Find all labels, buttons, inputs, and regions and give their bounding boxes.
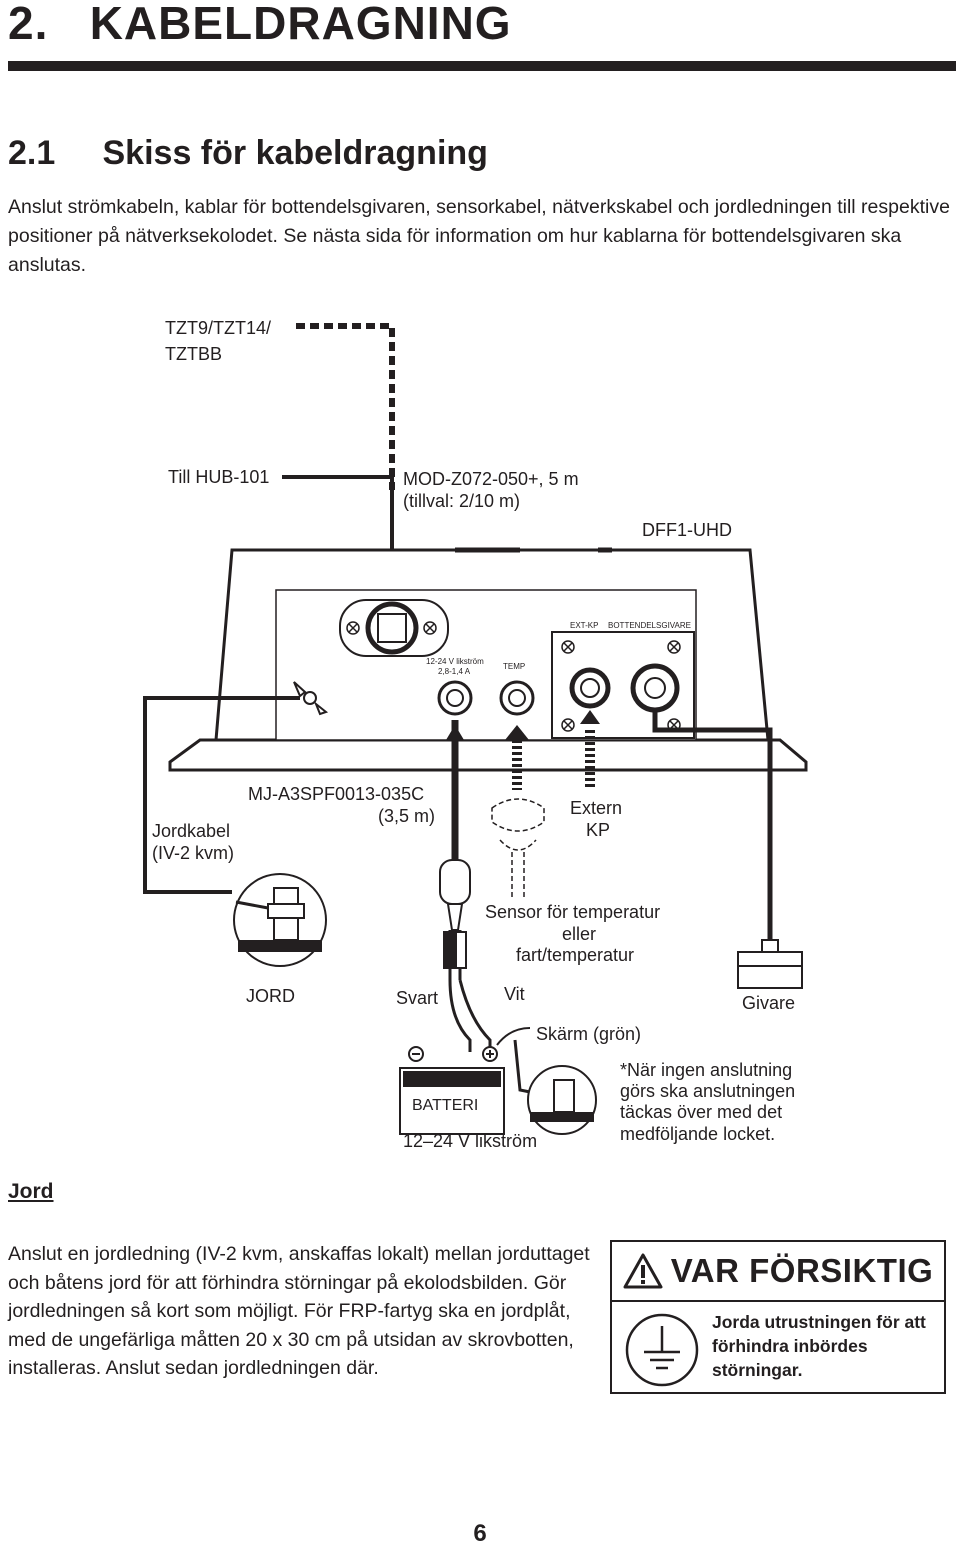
power-wires — [448, 979, 492, 1052]
transducer-port-label: BOTTENDELSGIVARE — [608, 621, 691, 630]
page-number: 6 — [473, 1520, 487, 1547]
transducer-label: Givare — [742, 993, 795, 1013]
power-cable-label-2: (3,5 m) — [378, 806, 435, 826]
tzt-label-2: TZTBB — [165, 344, 222, 364]
unit-name-label: DFF1-UHD — [642, 520, 732, 540]
ground-heading: Jord — [8, 1180, 54, 1203]
mod-label-2: (tillval: 2/10 m) — [403, 491, 520, 511]
ext-kp-port-label: EXT-KP — [570, 621, 598, 630]
temp-sensor-sketch — [491, 798, 545, 900]
ext-kp-connector — [569, 667, 611, 709]
note-line-2: görs ska anslutningen — [620, 1081, 795, 1101]
temp-port-label: TEMP — [503, 662, 525, 671]
mod-label-1: MOD-Z072-050+, 5 m — [403, 469, 579, 489]
hub-label: Till HUB-101 — [168, 467, 269, 487]
shield-wire — [496, 1027, 531, 1046]
intro-paragraph: Anslut strömkabeln, kablar för bottendel… — [8, 196, 950, 276]
battery-voltage-label: 12–24 V likström — [403, 1131, 537, 1151]
earth-ground-icon — [625, 1313, 699, 1387]
power-cable-label-1: MJ-A3SPF0013-035C — [248, 784, 424, 804]
ground-cable-label-1: Jordkabel — [152, 821, 230, 841]
caution-header: VAR FÖRSIKTIG — [612, 1242, 944, 1302]
note-line-3: täckas över med det — [620, 1102, 782, 1122]
ground-paragraph: Anslut en jordledning (IV-2 kvm, anskaff… — [8, 1243, 590, 1379]
transducer-connector — [630, 663, 680, 713]
ext-kp-label-2: KP — [586, 820, 610, 840]
battery-label: BATTERI — [412, 1097, 478, 1114]
ground-terminal — [293, 681, 329, 716]
ground-label: JORD — [246, 986, 295, 1006]
sensor-label-3: fart/temperatur — [516, 945, 634, 965]
chapter-rule — [8, 61, 956, 71]
caution-text: Jorda utrustningen för att förhindra inb… — [712, 1312, 926, 1380]
wiring-diagram: EXT-KP BOTTENDELSGIVARE 12-24 V likström… — [143, 318, 808, 1151]
unit-base — [168, 738, 808, 772]
shield-label: Skärm (grön) — [536, 1024, 641, 1044]
caution-box: VAR FÖRSIKTIG Jorda utrustningen för att… — [610, 1240, 946, 1394]
chapter-title: 2. KABELDRAGNING — [8, 0, 512, 49]
section-title: 2.1 Skiss för kabeldragning — [8, 134, 488, 172]
shield-ground-sketch — [527, 1065, 597, 1135]
power-connector — [437, 680, 473, 716]
power-port-label-1: 12-24 V likström — [426, 657, 484, 666]
transducer-cable — [652, 710, 773, 940]
power-plug — [439, 859, 471, 980]
transducer-sketch — [737, 939, 803, 989]
caution-title: VAR FÖRSIKTIG — [670, 1252, 934, 1289]
warning-triangle-icon — [623, 1253, 663, 1289]
temp-connector — [499, 680, 535, 716]
ground-cable — [143, 696, 300, 894]
battery-sketch — [399, 1046, 505, 1135]
black-wire-label: Svart — [396, 988, 438, 1008]
network-cable-dashed — [296, 323, 395, 490]
note-line-4: medföljande locket. — [620, 1124, 775, 1144]
note-line-1: *När ingen anslutning — [620, 1060, 792, 1080]
sensor-label-2: eller — [562, 924, 596, 944]
white-wire-label: Vit — [504, 984, 525, 1004]
power-port-label-2: 2,8-1,4 A — [438, 667, 471, 676]
ground-sketch — [233, 873, 327, 967]
ext-kp-label-1: Extern — [570, 798, 622, 818]
network-connector — [339, 599, 449, 657]
ground-cable-label-2: (IV-2 kvm) — [152, 843, 234, 863]
tzt-label-1: TZT9/TZT14/ — [165, 318, 271, 338]
sensor-label-1: Sensor för temperatur — [485, 902, 660, 922]
